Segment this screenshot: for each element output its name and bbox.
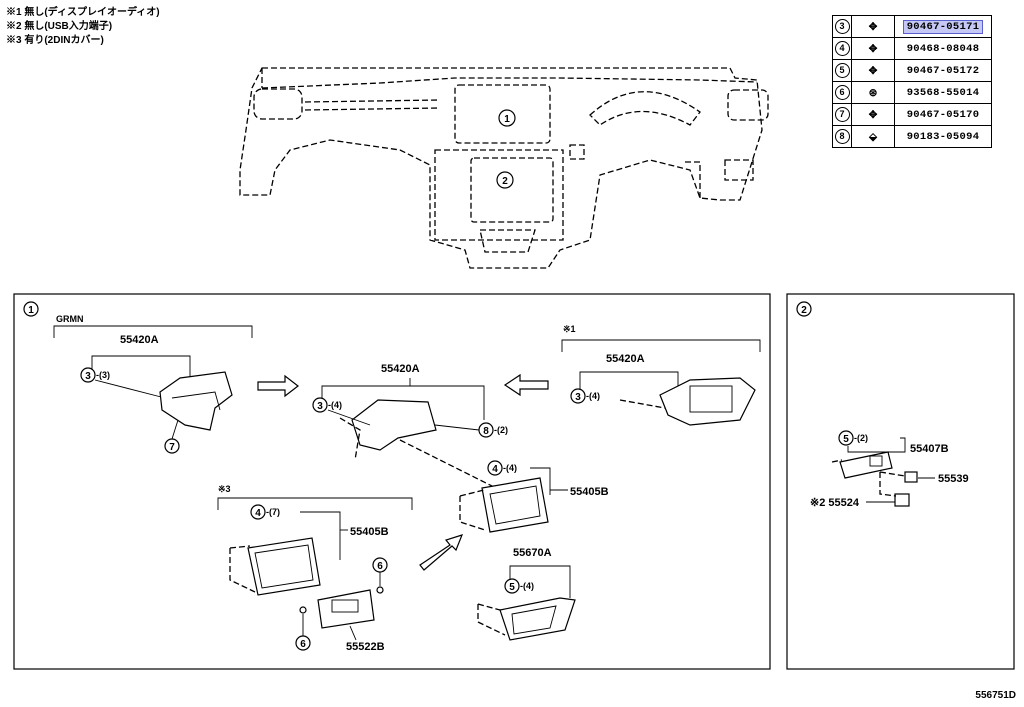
grmn-clip7-callout: 7 xyxy=(164,438,180,454)
svg-text:5: 5 xyxy=(509,582,515,593)
footnotes: ※1 無し(ディスプレイオーディオ) ※2 無し(USB入力端子) ※3 有り(… xyxy=(6,6,160,48)
svg-text:6: 6 xyxy=(377,561,383,572)
arrow-right-icon xyxy=(257,374,299,398)
svg-text:-(3): -(3) xyxy=(96,370,110,380)
lower-part-number: 55670A xyxy=(513,547,552,559)
svg-text:-(7): -(7) xyxy=(266,507,280,517)
parts-legend-table: 3 ✥ 90467-05171 4 ✥ 90468-08048 5 ✥ 90467-05172 6… xyxy=(832,15,992,148)
part-callout-number: 7 xyxy=(834,107,850,122)
bezel-clip4-callout: 4 -(4) xyxy=(487,460,517,476)
center-bezel-part xyxy=(481,477,549,533)
svg-text:4: 4 xyxy=(255,508,261,519)
svg-text:6: 6 xyxy=(300,639,306,650)
dashboard-outline xyxy=(239,67,769,269)
clip-icon: ✥ xyxy=(868,42,878,55)
switch-panel-part xyxy=(839,451,893,479)
part-callout-number: 4 xyxy=(834,41,850,56)
grmn-part-number: 55420A xyxy=(120,334,159,346)
clip-icon: ✥ xyxy=(868,64,878,77)
arrow-up-right-icon xyxy=(419,534,464,571)
part-number: 90467-05170 xyxy=(906,108,980,121)
svg-text:7: 7 xyxy=(169,442,175,453)
box2-tag: 2 xyxy=(796,301,812,317)
lower-clip5-callout: 5 -(4) xyxy=(504,578,534,594)
switch-part-number: 55407B xyxy=(910,443,949,455)
part-callout-number: 8 xyxy=(834,129,850,144)
screw6b-callout: 6 xyxy=(295,635,311,651)
left-clip4-callout: 4 -(7) xyxy=(250,504,280,520)
clip-icon: ✥ xyxy=(868,108,878,121)
arrow-left-icon xyxy=(503,373,549,397)
screw-icon: ⊛ xyxy=(868,86,878,99)
box2-clip5-callout: 5 -(2) xyxy=(838,430,868,446)
detail-box-2 xyxy=(786,293,1015,670)
left-bezel-part-number: 55405B xyxy=(350,526,389,538)
nut-icon: ⬙ xyxy=(868,130,878,143)
note3-marker: ※3 xyxy=(218,484,231,494)
center-clip8-callout: 8 -(2) xyxy=(478,422,508,438)
lower-panel-part xyxy=(499,597,576,641)
part-callout-number: 6 xyxy=(834,85,850,100)
svg-text:5: 5 xyxy=(843,434,849,445)
usb-part-number: ※2 55524 xyxy=(810,497,860,509)
right-garnish-part xyxy=(659,377,756,426)
svg-text:1: 1 xyxy=(504,114,510,125)
grmn-label: GRMN xyxy=(56,314,84,324)
grmn-clip-callout: 3 -(3) xyxy=(80,367,110,383)
overview-callout-2: 2 xyxy=(496,171,514,189)
svg-text:3: 3 xyxy=(85,371,91,382)
svg-text:1: 1 xyxy=(28,305,34,316)
parts-table-row: 7 ✥ 90467-05170 xyxy=(832,103,992,126)
detail-box-1 xyxy=(13,293,771,670)
cover-part xyxy=(317,589,375,629)
part-number: 90183-05094 xyxy=(906,130,980,143)
screw-icon xyxy=(299,606,307,614)
footnote-2: ※2 無し(USB入力端子) xyxy=(6,21,113,32)
svg-text:3: 3 xyxy=(575,392,581,403)
right-part-number: 55420A xyxy=(606,353,645,365)
parts-table-row: 3 ✥ 90467-05171 xyxy=(832,15,992,38)
svg-text:2: 2 xyxy=(801,305,807,316)
diagram-code: 556751D xyxy=(975,690,1016,701)
part-number: 93568-55014 xyxy=(906,86,980,99)
svg-text:3: 3 xyxy=(317,401,323,412)
part-callout-number: 3 xyxy=(834,19,850,34)
left-bezel-part xyxy=(247,537,321,596)
cover-part-number: 55522B xyxy=(346,641,385,653)
center-part-number: 55420A xyxy=(381,363,420,375)
footnote-1: ※1 無し(ディスプレイオーディオ) xyxy=(6,7,160,18)
jack-part-number: 55539 xyxy=(938,473,969,485)
svg-text:8: 8 xyxy=(483,426,489,437)
svg-text:-(4): -(4) xyxy=(328,400,342,410)
parts-table-row: 5 ✥ 90467-05172 xyxy=(832,59,992,82)
svg-text:4: 4 xyxy=(492,464,498,475)
part-number: 90467-05172 xyxy=(906,64,980,77)
svg-text:-(2): -(2) xyxy=(494,425,508,435)
bezel-part-number: 55405B xyxy=(570,486,609,498)
grmn-garnish-part xyxy=(159,371,233,431)
note1-marker: ※1 xyxy=(563,324,576,334)
screw-icon xyxy=(376,586,384,594)
svg-text:-(4): -(4) xyxy=(586,391,600,401)
part-number: 90468-08048 xyxy=(906,42,980,55)
box1-tag: 1 xyxy=(23,301,39,317)
svg-text:-(2): -(2) xyxy=(854,433,868,443)
center-garnish-part xyxy=(351,399,437,451)
screw6a-callout: 6 xyxy=(372,557,388,573)
center-clip3-callout: 3 -(4) xyxy=(312,397,342,413)
footnote-3: ※3 有り(2DINカバー) xyxy=(6,35,104,46)
part-number: 90467-05171 xyxy=(902,19,984,34)
overview-callout-1: 1 xyxy=(498,109,516,127)
clip-icon: ✥ xyxy=(868,20,878,33)
usb-part xyxy=(894,493,910,507)
right-clip3-callout: 3 -(4) xyxy=(570,388,600,404)
part-callout-number: 5 xyxy=(834,63,850,78)
svg-text:-(4): -(4) xyxy=(503,463,517,473)
jack-part xyxy=(904,471,918,483)
svg-text:-(4): -(4) xyxy=(520,581,534,591)
parts-table-row: 4 ✥ 90468-08048 xyxy=(832,37,992,60)
parts-table-row: 8 ⬙ 90183-05094 xyxy=(832,125,992,148)
svg-text:2: 2 xyxy=(502,176,508,187)
